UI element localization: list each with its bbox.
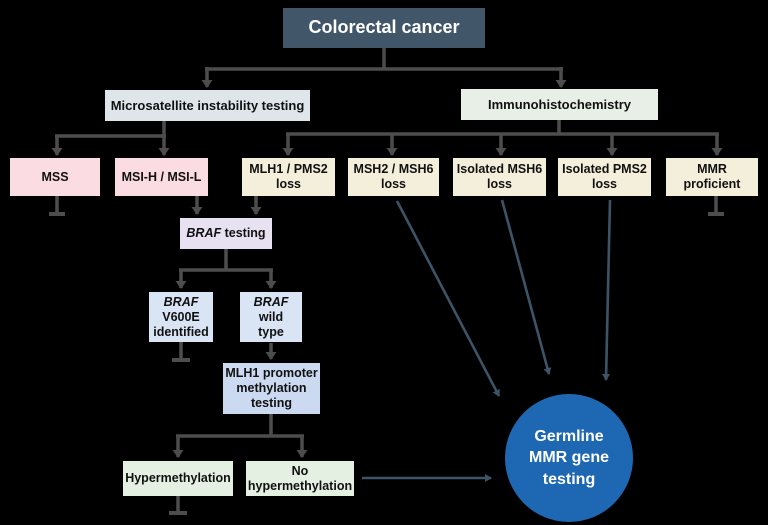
node-label: Isolated MSH6 loss	[456, 162, 543, 191]
braf-gene-name: BRAF	[163, 294, 199, 309]
node-label: MMR proficient	[683, 162, 741, 191]
ref-iso-msh6-to-germline	[500, 199, 552, 375]
node-msi-testing: Microsatellite instability testing	[105, 90, 310, 121]
tree-connectors	[51, 48, 723, 458]
node-label: Microsatellite instability testing	[110, 97, 305, 113]
node-label: MSS	[41, 169, 69, 184]
referral-arrows	[362, 199, 612, 482]
ref-msh2-msh6-to-germline	[395, 200, 501, 397]
braf-gene-name: BRAF	[186, 226, 222, 240]
ref-iso-pms2-to-germline	[602, 199, 612, 381]
node-immunohistochemistry: Immunohistochemistry	[461, 89, 658, 120]
node-label: Germline MMR gene testing	[529, 427, 609, 488]
node-no-hypermethylation: No hypermethylation	[246, 461, 354, 496]
node-label: BRAF V600E identified	[153, 295, 209, 340]
node-isolated-pms2-loss: Isolated PMS2 loss	[558, 158, 651, 196]
node-label: Immunohistochemistry	[487, 96, 632, 112]
node-mmr-proficient: MMR proficient	[666, 158, 758, 196]
edge-ihc-split	[286, 120, 719, 136]
node-label: Colorectal cancer	[308, 17, 460, 38]
node-mlh1-promoter-methylation-testing: MLH1 promoter methylation testing	[223, 363, 320, 414]
terminal-stops	[49, 196, 724, 515]
node-label-rest: testing	[221, 226, 266, 240]
node-label-rest: wild type	[258, 309, 284, 339]
node-label: Isolated PMS2 loss	[562, 162, 647, 191]
node-hypermethylation: Hypermethylation	[123, 461, 233, 496]
node-label: MLH1 promoter methylation testing	[225, 366, 318, 410]
node-isolated-msh6-loss: Isolated MSH6 loss	[453, 158, 546, 196]
node-colorectal-cancer: Colorectal cancer	[283, 8, 485, 48]
node-braf-wild-type: BRAF wild type	[240, 292, 302, 342]
node-braf-v600e-identified: BRAF V600E identified	[149, 292, 213, 342]
edge-colorectal-split	[205, 48, 563, 71]
node-label: No hypermethylation	[247, 463, 353, 493]
node-label: MLH1 / PMS2 loss	[249, 162, 328, 191]
node-msi-h-msi-l: MSI-H / MSI-L	[115, 158, 208, 196]
node-mss: MSS	[10, 158, 100, 196]
node-label: MSI-H / MSI-L	[121, 169, 202, 184]
edge-braf-split	[179, 248, 273, 272]
node-mlh1-pms2-loss: MLH1 / PMS2 loss	[242, 158, 335, 196]
node-braf-testing: BRAF testing	[180, 218, 272, 249]
node-germline-mmr-gene-testing: Germline MMR gene testing	[505, 394, 633, 522]
node-label: MSH2 / MSH6 loss	[353, 162, 434, 191]
node-label: BRAF wild type	[254, 295, 289, 340]
node-label-rest: V600E identified	[153, 309, 209, 339]
node-label: BRAF testing	[186, 226, 265, 241]
edge-promoter-split	[176, 413, 304, 438]
braf-gene-name: BRAF	[253, 294, 289, 309]
node-msh2-msh6-loss: MSH2 / MSH6 loss	[348, 158, 439, 196]
node-label: Hypermethylation	[125, 471, 231, 485]
